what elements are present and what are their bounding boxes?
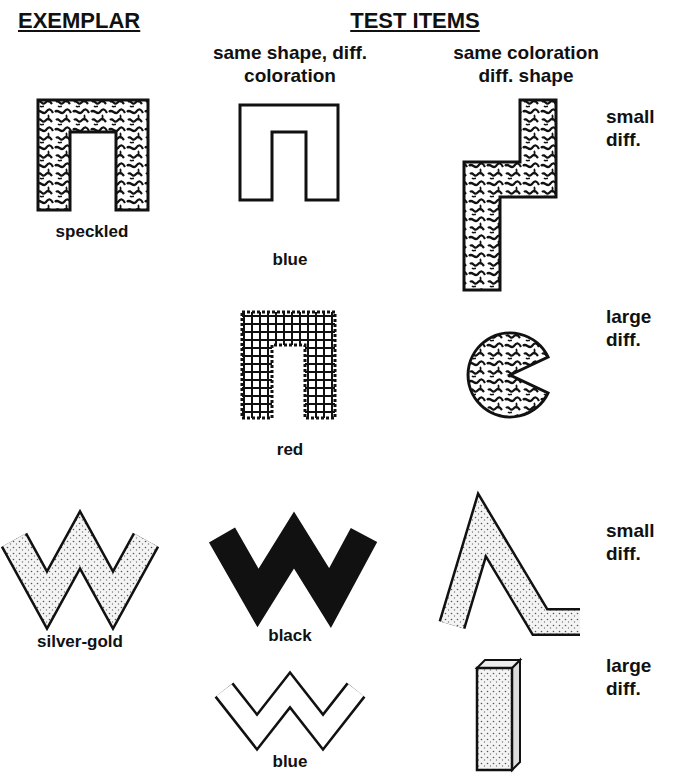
column-heading: same shape, diff. coloration	[210, 42, 370, 88]
blue-u	[240, 105, 338, 200]
heading: EXEMPLAR	[18, 8, 188, 34]
row-label: small diff.	[606, 520, 668, 566]
heading: TEST ITEMS	[320, 8, 510, 34]
stippled-bent-fill	[452, 525, 580, 625]
red-u	[242, 312, 335, 418]
color-label: silver-gold	[15, 632, 145, 652]
stippled-bent	[452, 525, 580, 625]
stippled-zigzag	[14, 540, 146, 600]
row-label: small diff.	[606, 106, 668, 152]
speckled-z	[464, 100, 556, 290]
blue-zigzag-fill	[224, 690, 356, 732]
color-label: blue	[240, 752, 340, 772]
color-label: red	[240, 440, 340, 460]
stippled-block	[477, 668, 512, 770]
row-label: large diff.	[606, 655, 668, 701]
column-heading: same coloration diff. shape	[440, 42, 612, 88]
blue-zigzag	[224, 690, 356, 732]
color-label: speckled	[42, 222, 142, 242]
color-label: black	[240, 626, 340, 646]
black-zigzag	[222, 535, 364, 598]
speckled-wedge	[468, 333, 548, 417]
speckled-u	[38, 100, 148, 210]
row-label: large diff.	[606, 306, 668, 352]
stippled-zigzag-fill	[14, 540, 146, 600]
color-label: blue	[240, 250, 340, 270]
